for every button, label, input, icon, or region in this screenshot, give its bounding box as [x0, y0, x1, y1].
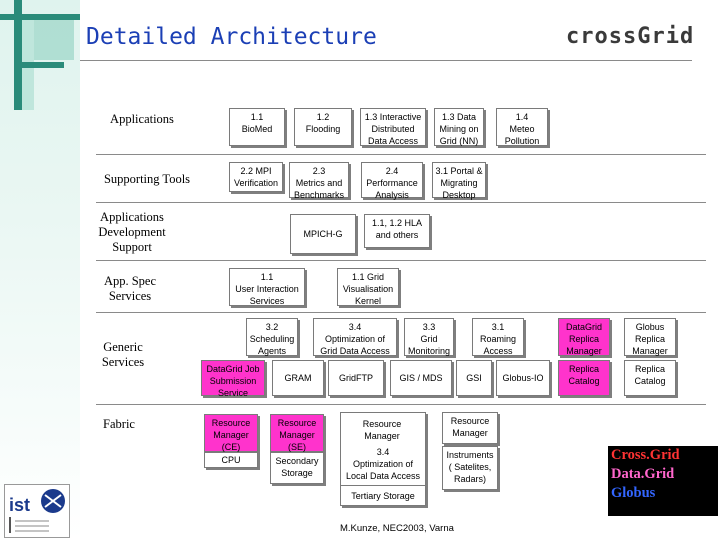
box-globus-replica-catalog: Replica Catalog [624, 360, 676, 396]
box-roaming-access: 3.1 Roaming Access [472, 318, 524, 356]
svg-text:ist: ist [9, 495, 30, 515]
box-performance-analysis: 2.4 Performance Analysis [361, 162, 423, 200]
legend-datagrid: Data.Grid [611, 466, 675, 482]
box-mpi-verification: 2.2 MPI Verification [229, 162, 283, 192]
box-resource-manager-ce: Resource Manager (CE) [204, 414, 258, 452]
box-gis-mds: GIS / MDS [390, 360, 452, 396]
row-label-app-dev-support: Applications Development Support [98, 210, 166, 254]
footer-citation: M.Kunze, NEC2003, Varna [340, 523, 454, 534]
row-divider [96, 312, 706, 313]
row-label-fabric: Fabric [103, 417, 135, 431]
page-title: Detailed Architecture [86, 24, 377, 50]
crossgrid-logo: crossGrid [566, 24, 695, 49]
title-divider [80, 60, 692, 61]
row-divider [96, 202, 706, 203]
box-local-storage-group [340, 412, 426, 506]
optimization-local-data-access: 3.4 Optimization of Local Data Access [345, 447, 421, 481]
legend-box: Cross.Grid Data.Grid Globus [608, 446, 718, 516]
box-mpich-g: MPICH-G [290, 214, 356, 254]
box-flooding: 1.2 Flooding [294, 108, 352, 146]
legend-globus: Globus [611, 485, 656, 501]
divider [340, 485, 426, 486]
box-globus-io: Globus-IO [496, 360, 550, 396]
box-grid-monitoring: 3.3 Grid Monitoring [404, 318, 454, 356]
box-secondary-storage: Secondary Storage [270, 452, 324, 484]
box-datagrid-job-submission: DataGrid Job Submission Service [201, 360, 265, 398]
box-hla: 1.1, 1.2 HLA and others [364, 214, 430, 248]
box-cpu: CPU [204, 452, 258, 468]
row-label-supporting-tools: Supporting Tools [103, 172, 191, 186]
row-label-app-spec-services: App. Spec Services [103, 274, 157, 303]
box-resource-manager-se: Resource Manager (SE) [270, 414, 324, 452]
box-grid-visualisation-kernel: 1.1 Grid Visualisation Kernel [337, 268, 399, 306]
box-user-interaction-services: 1.1 User Interaction Services [229, 268, 305, 306]
box-instruments: Instruments ( Satelites, Radars) [442, 446, 498, 490]
box-datagrid-replica-manager: DataGrid Replica Manager [558, 318, 610, 356]
box-metrics-benchmarks: 2.3 Metrics and Benchmarks [289, 162, 349, 200]
row-divider [96, 260, 706, 261]
decorative-corner-graphic [0, 0, 80, 110]
box-gsi: GSI [456, 360, 492, 396]
decorative-left-strip [0, 0, 80, 540]
row-label-applications: Applications [110, 112, 174, 126]
box-scheduling-agents: 3.2 Scheduling Agents [246, 318, 298, 356]
box-optimization-grid-data-access: 3.4 Optimization of Grid Data Access [313, 318, 397, 356]
row-label-generic-services: Generic Services [101, 340, 145, 369]
box-resource-manager-instruments: Resource Manager [442, 412, 498, 444]
box-datagrid-replica-catalog: Replica Catalog [558, 360, 610, 396]
resource-manager-local: Resource Manager [362, 419, 402, 441]
tertiary-storage: Tertiary Storage [351, 491, 415, 501]
box-interactive-data-access: 1.3 Interactive Distributed Data Access [360, 108, 426, 146]
box-portal-desktop: 3.1 Portal & Migrating Desktop [432, 162, 486, 200]
row-divider [96, 404, 706, 405]
legend-crossgrid: Cross.Grid [611, 447, 680, 463]
box-globus-replica-manager: Globus Replica Manager [624, 318, 676, 356]
box-meteo-pollution: 1.4 Meteo Pollution [496, 108, 548, 146]
box-data-mining: 1.3 Data Mining on Grid (NN) [434, 108, 484, 146]
box-gram: GRAM [272, 360, 324, 396]
box-gridftp: GridFTP [328, 360, 384, 396]
row-divider [96, 154, 706, 155]
box-biomed: 1.1 BioMed [229, 108, 285, 146]
ist-logo: ist [4, 484, 70, 538]
